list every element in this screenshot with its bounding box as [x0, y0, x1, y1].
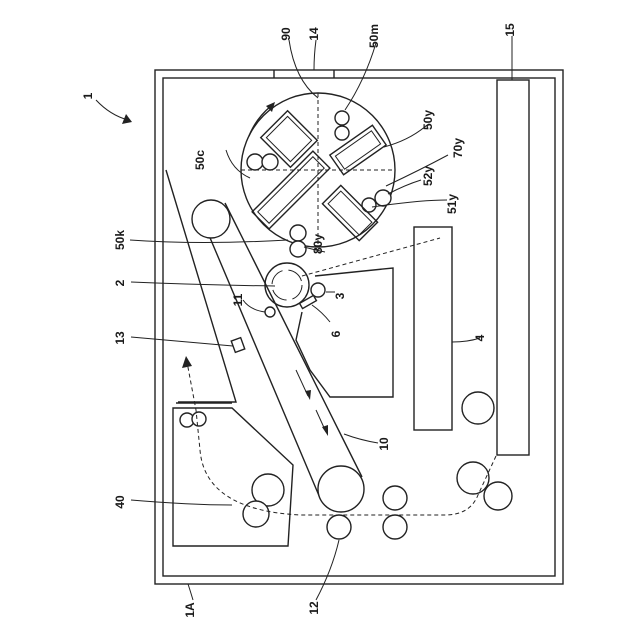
label-6: 6: [329, 330, 343, 337]
secondary-transfer-roller: [327, 515, 351, 539]
label-1: 1: [81, 92, 95, 99]
label-1A: 1A: [183, 602, 197, 618]
supply-roller-52y: [375, 190, 391, 206]
label-10: 10: [377, 437, 391, 451]
label-11: 11: [231, 293, 245, 306]
cartridge-lower-right: [322, 185, 377, 240]
fixing-unit: [173, 408, 293, 546]
label-50k: 50k: [113, 230, 127, 250]
primary-transfer-roller: [265, 307, 275, 317]
label-3: 3: [333, 292, 347, 299]
sensor: [231, 338, 245, 353]
exposure-unit: [414, 227, 452, 430]
cartridge-50c: [247, 154, 278, 170]
process-frame: [296, 268, 393, 397]
rotary-developing-unit: [241, 93, 395, 257]
label-2: 2: [113, 279, 127, 286]
label-51y: 51y: [445, 194, 459, 214]
label-13: 13: [113, 331, 127, 345]
label-80y: 80y: [311, 234, 325, 254]
label-70y: 70y: [451, 138, 465, 158]
door: [274, 70, 334, 78]
rotation-arrow: [249, 102, 275, 136]
label-50y: 50y: [421, 110, 435, 130]
label-15: 15: [503, 23, 517, 37]
paper-tray: [497, 80, 529, 455]
feed-rollers: [383, 392, 512, 539]
label-90: 90: [279, 27, 293, 41]
label-14: 14: [307, 27, 321, 41]
label-40: 40: [113, 495, 127, 509]
label-52y: 52y: [421, 166, 435, 186]
label-4: 4: [473, 334, 487, 341]
transfer-belt: [192, 200, 364, 512]
label-50m: 50m: [367, 24, 381, 48]
label-50c: 50c: [193, 150, 207, 170]
developing-roller-51y: [362, 198, 376, 212]
paper-path-arrow: [182, 356, 192, 368]
label-12: 12: [307, 601, 321, 615]
